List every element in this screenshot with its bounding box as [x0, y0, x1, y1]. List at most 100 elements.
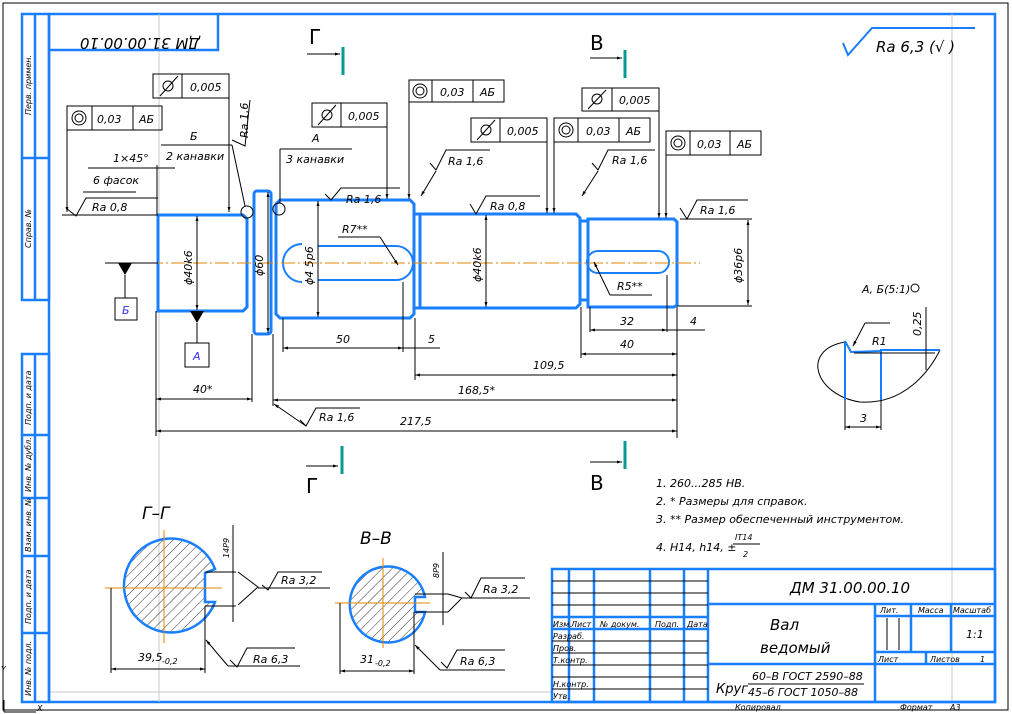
tb-lit: Лит. — [879, 606, 898, 615]
tb-name-line2: ведомый — [760, 639, 831, 657]
note-chamfer: 1×45° — [113, 152, 149, 165]
radius-r7: R7** — [342, 223, 368, 236]
roughness-marks: Ra 0,8 Ra 1,6 Ra 1,6 Ra 1,6 Ra 0,8 Ra 1,… — [62, 99, 748, 427]
tol-value: 0,03 — [697, 138, 722, 151]
tb-role-razrab: Разраб. — [553, 632, 584, 641]
dim-d60: ϕ60 — [253, 255, 266, 276]
tb-massa: Масса — [918, 606, 944, 615]
section-marker-g-top: Г — [307, 25, 345, 75]
section-marker-v-top: В — [590, 31, 627, 78]
tol-value: 0,005 — [348, 110, 380, 123]
general-roughness: Ra 6,3 (√ ) — [842, 27, 975, 57]
tolerance-conc-mid: 0,03 АБ — [407, 79, 505, 199]
axis-y-label: Y — [1, 665, 7, 674]
radius-labels: R7** R5** — [338, 223, 652, 296]
stamp-inv-dubl: Инв. № дубл. — [24, 437, 33, 492]
stamp-podp-data-2: Подп. и дата — [24, 569, 33, 624]
shaft-notes: 1×45° 6 фасок Б 2 канавки А 3 канавки — [83, 130, 352, 215]
tb-role-utv: Утв. — [553, 692, 570, 701]
datum-b-label: Б — [122, 304, 130, 317]
rough-r16-bottom: Ra 1,6 — [319, 411, 354, 424]
tb-role-prov: Пров. — [553, 644, 576, 653]
general-roughness-text: Ra 6,3 (√ ) — [876, 38, 955, 56]
note-groove-a: 3 канавки — [286, 153, 344, 166]
section-v-tol: -0,2 — [375, 659, 391, 668]
tol-value: 0,03 — [97, 113, 122, 126]
dim-50: 50 — [336, 333, 350, 346]
section-v-key: 8Р9 — [432, 563, 441, 578]
tb-sheet: Лист — [877, 655, 899, 664]
section-marker-v-bottom: В — [590, 441, 627, 495]
dim-40: 40 — [620, 338, 634, 351]
section-marker-g-bottom: Г — [306, 446, 344, 498]
linear-dims: 50 5 32 4 40 109,5 168,5* 40* 217,5 — [155, 275, 705, 438]
tolerance-runout-right2: 0,005 — [581, 87, 661, 218]
tb-role-tkontr: Т.контр. — [553, 656, 588, 665]
datum-b: Б — [105, 262, 158, 321]
note-4-denominator: 2 — [743, 550, 748, 559]
tol-value: 0,03 — [586, 125, 611, 138]
tb-copied: Копировал — [735, 703, 781, 712]
stamp-inv-podl: Инв. № подл. — [24, 641, 33, 696]
section-g-title: Г–Г — [142, 504, 171, 524]
dim-168: 168,5* — [458, 384, 495, 397]
section-v-rough63: Ra 6,3 — [460, 655, 495, 668]
note-groove-a-letter: А — [311, 132, 320, 145]
dim-d40-left: ϕ40k6 — [182, 250, 195, 285]
dim-d40-right: ϕ40k6 — [471, 247, 484, 282]
tol-datum: АБ — [736, 138, 752, 151]
section-v-rough32: Ra 3,2 — [483, 583, 518, 596]
section-g-rough32: Ra 3,2 — [281, 574, 316, 587]
radius-r5: R5** — [617, 280, 643, 293]
rough-r16-right1: Ra 1,6 — [612, 154, 647, 167]
section-g: Г–Г 14Р9 Ra 3,2 39,5 -0,2 Ra 6,3 — [105, 504, 330, 673]
tb-role-nkontr: Н.контр. — [553, 680, 589, 689]
tb-header-ndoc: № докум. — [599, 620, 639, 629]
tb-material-bottom: 45–б ГОСТ 1050–88 — [748, 686, 858, 699]
rough-r16-mid: Ra 1,6 — [346, 193, 381, 206]
tb-material-prefix: Круг — [716, 682, 748, 697]
tb-sheets: Листов — [929, 655, 960, 664]
corner-axes: Y X — [1, 665, 43, 713]
rough-r08-right: Ra 0,8 — [490, 200, 525, 213]
tol-value: 0,005 — [619, 94, 651, 107]
tol-value: 0,03 — [440, 86, 465, 99]
datum-a: А — [184, 311, 210, 368]
tb-header-list: Лист — [570, 620, 592, 629]
section-g-key: 14Р9 — [222, 538, 231, 558]
stamp-sprav: Справ. № — [24, 209, 33, 248]
note-4: 4. H14, h14, ± — [656, 541, 736, 554]
section-g-rough63: Ra 6,3 — [253, 653, 288, 666]
tol-value: 0,005 — [507, 125, 539, 138]
section-v: В–В 8Р9 Ra 3,2 31 -0,2 Ra 6,3 — [335, 529, 530, 674]
rough-r16-vertical: Ra 1,6 — [238, 103, 251, 138]
tol-datum: АБ — [625, 125, 641, 138]
tol-value: 0,005 — [190, 81, 222, 94]
detail-ab: А, Б(5:1) R1 0,25 3 — [817, 283, 941, 430]
section-g-top-label: Г — [309, 25, 321, 49]
tb-designation: ДМ 31.00.00.10 — [789, 579, 910, 597]
shaft-main-view — [105, 189, 700, 336]
mirrored-designation: ДМ 31.00.00.10 — [80, 34, 201, 52]
dim-217: 217,5 — [400, 415, 432, 428]
stamp-vzam-inv: Взам. инв. № — [24, 498, 33, 552]
detail-depth: 0,25 — [911, 312, 924, 337]
dim-40-ref: 40* — [193, 383, 213, 396]
mirrored-designation-box: ДМ 31.00.00.10 — [49, 14, 220, 52]
tb-header-izm: Изм. — [553, 620, 572, 629]
tolerance-conc-right1: 0,03 АБ — [552, 117, 651, 213]
detail-r1: R1 — [872, 335, 887, 348]
tb-scale: 1:1 — [966, 628, 984, 641]
stamp-perv-primen: Перв. примен. — [24, 55, 33, 115]
dim-32: 32 — [620, 315, 634, 328]
section-g-bottom-label: Г — [306, 474, 318, 498]
tb-name-line1: Вал — [770, 616, 799, 634]
detail-label: А, Б(5:1) — [861, 283, 910, 296]
tolerance-runout-mid: 0,005 — [311, 102, 389, 199]
rough-r16-shoulder: Ra 1,6 — [448, 155, 483, 168]
note-groove-b-letter: Б — [190, 130, 198, 143]
section-g-width: 39,5 — [138, 651, 163, 664]
technical-notes: 1. 260...285 НВ. 2. * Размеры для справо… — [656, 477, 904, 559]
note-4-numerator: IT14 — [735, 533, 752, 542]
dim-109: 109,5 — [533, 359, 565, 372]
